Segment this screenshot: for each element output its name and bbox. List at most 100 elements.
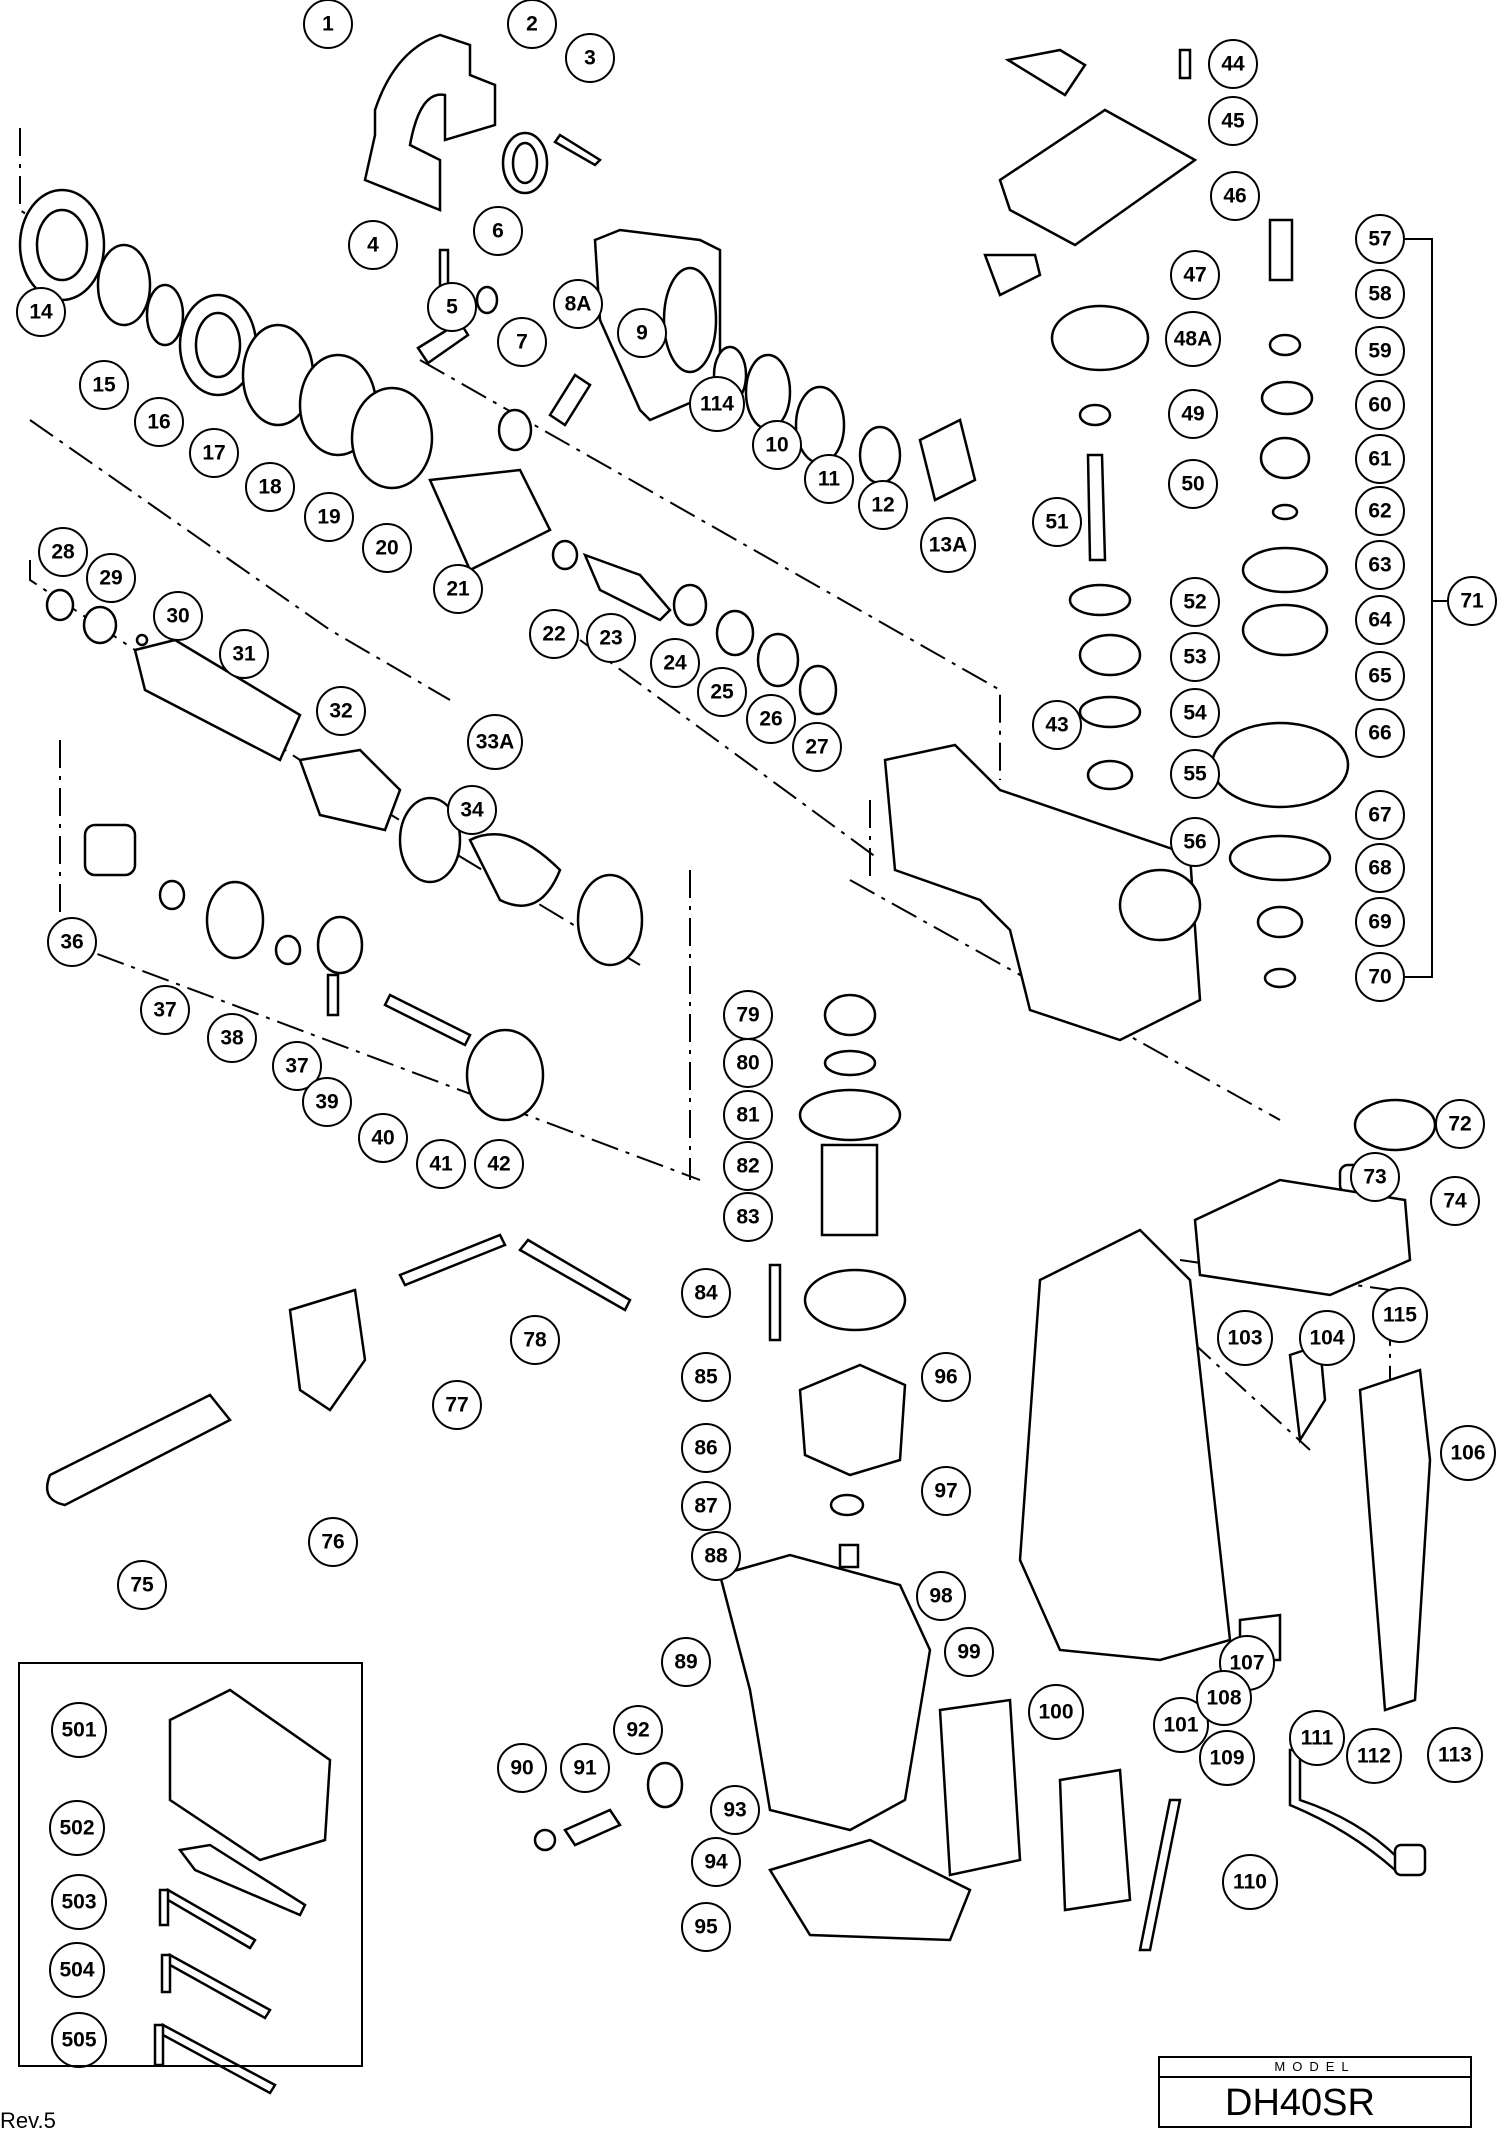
callout-circle bbox=[447, 785, 497, 835]
callout-circle bbox=[432, 1380, 482, 1430]
part-1-clamp bbox=[363, 33, 497, 212]
callout-circle bbox=[1168, 459, 1218, 509]
callout-number: 46 bbox=[1223, 185, 1246, 208]
callout-circle bbox=[303, 0, 353, 49]
callout-number: 11 bbox=[818, 468, 841, 491]
callout-circle bbox=[681, 1481, 731, 1531]
callout-number: 54 bbox=[1183, 702, 1207, 725]
part-78-rod bbox=[518, 1238, 632, 1312]
callout-circle bbox=[49, 1800, 105, 1856]
callout-113: 113 bbox=[1427, 1727, 1483, 1783]
callout-number: 5 bbox=[446, 296, 458, 319]
callout-circle bbox=[51, 2012, 107, 2068]
callout-83: 83 bbox=[723, 1192, 773, 1242]
callout-31: 31 bbox=[219, 629, 269, 679]
part-23-shaft bbox=[582, 552, 672, 622]
callout-circle bbox=[316, 686, 366, 736]
callout-circle bbox=[302, 1077, 352, 1127]
callout-circle bbox=[1170, 632, 1220, 682]
bracket-71 bbox=[1405, 238, 1452, 978]
callout-28: 28 bbox=[38, 527, 88, 577]
callout-number: 62 bbox=[1368, 500, 1391, 523]
callout-number: 53 bbox=[1183, 646, 1206, 669]
callout-circle bbox=[691, 1837, 741, 1887]
callout-circle bbox=[153, 591, 203, 641]
part-47-plate bbox=[983, 253, 1042, 297]
callout-59: 59 bbox=[1355, 326, 1405, 376]
callout-86: 86 bbox=[681, 1423, 731, 1473]
callout-circle bbox=[433, 564, 483, 614]
callout-circle bbox=[497, 1743, 547, 1793]
callout-number: 100 bbox=[1038, 1701, 1073, 1724]
callout-number: 71 bbox=[1460, 590, 1484, 613]
callout-37: 37 bbox=[272, 1041, 322, 1091]
part-32-cage bbox=[298, 748, 402, 832]
callout-circle bbox=[134, 397, 184, 447]
callout-48a: 48A bbox=[1165, 311, 1221, 367]
callout-number: 20 bbox=[375, 537, 398, 560]
part-38-gear bbox=[205, 880, 265, 960]
callout-number: 84 bbox=[694, 1282, 718, 1305]
callout-number: 6 bbox=[492, 220, 504, 243]
callout-circle bbox=[920, 517, 976, 573]
part-39-piston bbox=[316, 915, 364, 975]
callout-circle bbox=[207, 1013, 257, 1063]
callout-19: 19 bbox=[304, 492, 354, 542]
callout-72: 72 bbox=[1435, 1099, 1485, 1149]
callout-number: 73 bbox=[1363, 1166, 1386, 1189]
callout-number: 109 bbox=[1209, 1747, 1244, 1770]
callout-number: 91 bbox=[573, 1757, 597, 1780]
part-33a-piston bbox=[398, 796, 462, 884]
callout-number: 93 bbox=[723, 1799, 746, 1822]
callout-number: 15 bbox=[92, 374, 116, 397]
callout-circle bbox=[1299, 1310, 1355, 1366]
callout-504: 504 bbox=[49, 1942, 105, 1998]
callout-number: 115 bbox=[1383, 1304, 1417, 1327]
callout-37: 37 bbox=[140, 985, 190, 1035]
callout-circle bbox=[1196, 1670, 1252, 1726]
callout-3: 3 bbox=[565, 33, 615, 83]
part-59-washer bbox=[1268, 333, 1302, 357]
callout-10: 10 bbox=[752, 420, 802, 470]
callout-number: 37 bbox=[285, 1055, 308, 1078]
callout-502: 502 bbox=[49, 1800, 105, 1856]
callout-circle bbox=[553, 279, 603, 329]
callout-number: 65 bbox=[1368, 665, 1392, 688]
part-74-plate bbox=[1193, 1178, 1412, 1297]
part-12-washer bbox=[858, 425, 902, 485]
part-13a-sleeve bbox=[918, 418, 977, 502]
part-113-plug bbox=[1393, 1843, 1427, 1877]
part-94-cover bbox=[768, 1838, 972, 1942]
part-77-bolt bbox=[398, 1233, 507, 1287]
callout-number: 9 bbox=[636, 322, 648, 345]
callout-92: 92 bbox=[613, 1705, 663, 1755]
callout-number: 79 bbox=[736, 1004, 759, 1027]
callout-number: 82 bbox=[736, 1155, 759, 1178]
callout-number: 110 bbox=[1233, 1871, 1267, 1894]
callout-number: 505 bbox=[61, 2029, 96, 2052]
part-75-grip bbox=[45, 1393, 232, 1507]
part-55-bearing bbox=[1086, 759, 1134, 791]
callout-circle bbox=[362, 523, 412, 573]
callout-circle bbox=[86, 553, 136, 603]
callout-circle bbox=[723, 1141, 773, 1191]
callout-11: 11 bbox=[804, 454, 854, 504]
callout-circle bbox=[189, 428, 239, 478]
callout-circle bbox=[1355, 380, 1405, 430]
part-87-bearing bbox=[829, 1493, 865, 1517]
callout-circle bbox=[1430, 1176, 1480, 1226]
callout-number: 27 bbox=[805, 736, 828, 759]
callout-circle bbox=[49, 1942, 105, 1998]
callout-number: 43 bbox=[1045, 714, 1068, 737]
callout-circle bbox=[1170, 749, 1220, 799]
callout-96: 96 bbox=[921, 1352, 971, 1402]
callout-circle bbox=[427, 282, 477, 332]
callout-circle bbox=[689, 376, 745, 432]
callout-circle bbox=[1222, 1854, 1278, 1910]
part-91-brush bbox=[563, 1808, 622, 1847]
callout-circle bbox=[1355, 843, 1405, 893]
callout-number: 3 bbox=[584, 47, 596, 70]
callout-32: 32 bbox=[316, 686, 366, 736]
